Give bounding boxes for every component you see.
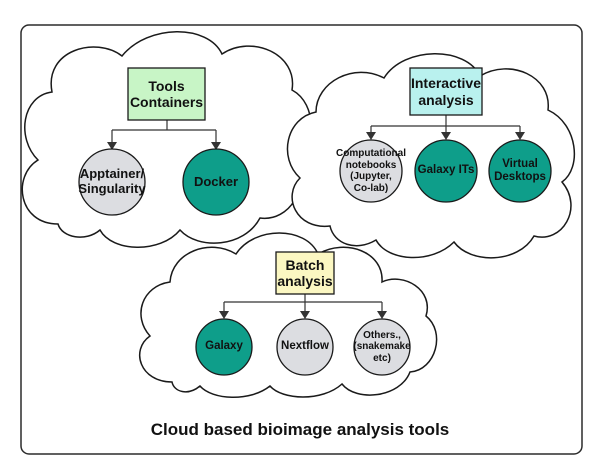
arrow-head [441, 132, 451, 140]
box-interactive-analysis [409, 67, 483, 116]
circle-galaxy-its [414, 139, 478, 203]
header-tools-containers: Tools Containers [129, 77, 204, 110]
arrow-head [515, 132, 525, 140]
arrow-head [211, 142, 221, 150]
figure-caption: Cloud based bioimage analysis tools [150, 420, 450, 439]
header-interactive-analysis: Interactive analysis [410, 75, 482, 108]
header-batch-analysis: Batch analysis [277, 256, 333, 289]
label-virtual-desktops: Virtual Desktops [494, 157, 546, 183]
connector-interactive [370, 115, 521, 133]
circle-virtual-desktops [488, 139, 552, 203]
label-nextflow: Nextflow [281, 340, 329, 353]
circle-notebooks [339, 139, 403, 203]
label-notebooks: Computational notebooks (Jupyter, Co-lab… [336, 148, 406, 194]
box-tools-containers [127, 67, 206, 121]
connector-tools [111, 120, 217, 143]
circle-apptainer [78, 148, 146, 216]
outer-frame [20, 24, 583, 455]
box-batch-analysis [275, 251, 335, 295]
arrow-head [300, 311, 310, 319]
connector-batch [223, 294, 383, 312]
arrow-head [377, 311, 387, 319]
circle-docker [182, 148, 250, 216]
arrow-head [366, 132, 376, 140]
circle-galaxy [195, 318, 253, 376]
circle-nextflow [276, 318, 334, 376]
label-galaxy: Galaxy [205, 340, 243, 353]
arrow-head [219, 311, 229, 319]
cloud-tools [21, 31, 312, 248]
label-docker: Docker [193, 173, 239, 189]
label-apptainer: Apptainer/ Singularity [78, 166, 146, 196]
circle-others [353, 318, 411, 376]
arrow-head [107, 142, 117, 150]
label-others: Others., (snakemake etc) [353, 329, 411, 364]
label-galaxy-its: Galaxy ITs [417, 164, 475, 177]
